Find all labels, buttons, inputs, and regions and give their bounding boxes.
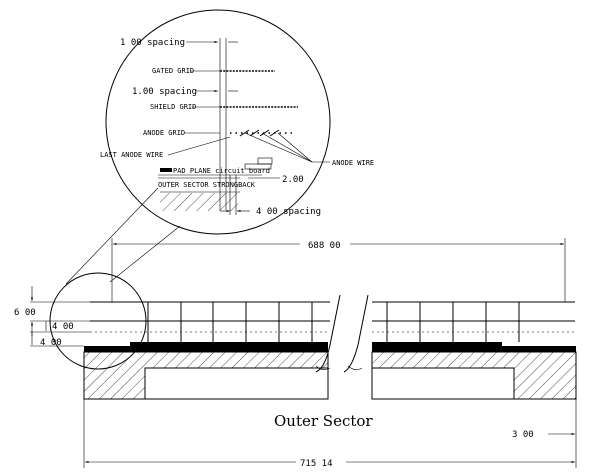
dim-715-label: 715 14 — [300, 459, 333, 469]
break-line-right — [343, 294, 369, 373]
dim-2-00: 2.00 — [282, 175, 304, 185]
anode-wire-marks — [239, 129, 280, 137]
anode-grid-label: ANODE GRID — [143, 129, 185, 137]
anode-wire-leader-1 — [244, 132, 313, 163]
callout-line-2 — [65, 187, 159, 285]
dim-4-00-b: 4 00 — [40, 338, 62, 348]
break-curl-left — [315, 365, 331, 370]
detail-circle — [105, 9, 331, 235]
pocket-left — [144, 367, 329, 400]
pad-row-left — [130, 342, 328, 346]
last-anode-wire-label: LAST ANODE WIRE — [100, 151, 163, 159]
dim-3-group: 3 00 — [512, 399, 577, 452]
dim-688-label: 688 00 — [308, 241, 341, 251]
dim-688-group: 688 00 — [111, 238, 566, 302]
pad-plane-right — [372, 346, 576, 352]
strongback-label: OUTER SECTOR STRONGBACK — [158, 181, 256, 189]
break-curl-right — [347, 365, 363, 370]
pad-plane-bar — [160, 168, 172, 172]
shield-grid-label: SHIELD GRID — [150, 103, 196, 111]
gated-grid-label: GATED GRID — [152, 67, 194, 75]
dim-6-00: 6 00 — [14, 308, 36, 318]
callout-line-1 — [109, 225, 181, 283]
anode-wire-leader-2 — [261, 132, 313, 163]
spacing-gated-label: 1 00 spacing — [120, 38, 185, 48]
spacing-anode-label: 4 00 spacing — [256, 207, 321, 217]
strongback-hatch — [160, 193, 238, 211]
pad-plane-label: PAD PLANE circuit board — [173, 167, 270, 175]
pad-row-right — [372, 342, 502, 346]
anode-wire-label: ANODE WIRE — [332, 159, 374, 167]
dim-715-group: 715 14 — [83, 399, 577, 469]
left-dimensions: 6 00 4 00 4 00 — [14, 286, 90, 348]
pad-plane-left — [84, 346, 328, 352]
wire-mount-box-2 — [244, 163, 272, 170]
spacing-shield-label: 1.00 spacing — [132, 87, 197, 97]
last-anode-wire-leader — [167, 136, 231, 156]
pocket-right — [371, 367, 515, 400]
dim-3-00: 3 00 — [512, 430, 534, 440]
wire-mount-box — [257, 157, 273, 165]
dim-4-00-a: 4 00 — [52, 322, 74, 332]
detail-view: 1 00 spacing GATED GRID 1.00 spacing SHI… — [100, 9, 374, 235]
frame-ribs — [147, 302, 520, 342]
anode-wire-leader-3 — [277, 132, 313, 163]
drawing-title: Outer Sector — [274, 412, 373, 430]
sector-side-view — [83, 294, 577, 400]
break-line-left — [315, 294, 341, 373]
